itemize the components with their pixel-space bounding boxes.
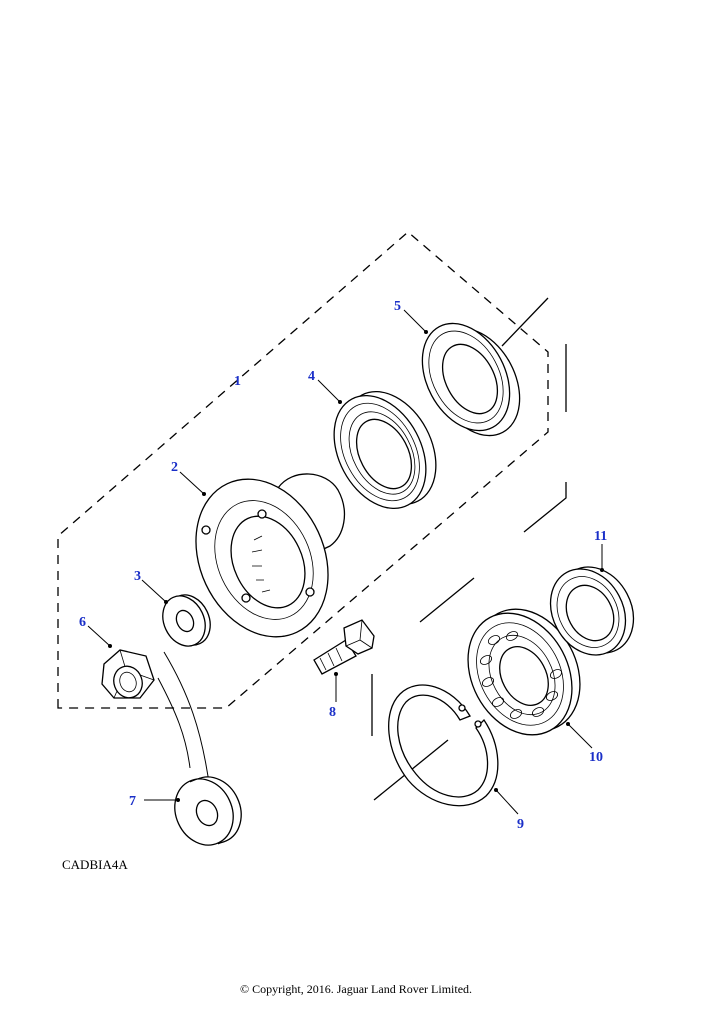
callout-1: 1 <box>234 374 241 389</box>
callout-2: 2 <box>171 460 178 475</box>
part-rear-seal <box>549 566 635 656</box>
copyright-notice: © Copyright, 2016. Jaguar Land Rover Lim… <box>240 982 472 996</box>
part-circlip <box>388 684 499 807</box>
part-bearing <box>467 608 581 736</box>
callout-10: 10 <box>589 750 603 765</box>
callout-4: 4 <box>308 369 315 384</box>
callout-5: 5 <box>394 299 401 314</box>
part-oil-seal <box>421 322 521 437</box>
part-thick-washer <box>174 776 242 846</box>
callout-3: 3 <box>134 569 141 584</box>
drawing-code: CADBIA4A <box>62 857 128 872</box>
assembly-guide-lines <box>157 651 211 791</box>
callout-11: 11 <box>594 529 607 544</box>
callout-9: 9 <box>517 817 524 832</box>
part-bolt <box>313 619 375 675</box>
part-nut <box>101 649 155 699</box>
part-flange <box>195 473 346 638</box>
callout-leader-lines <box>87 309 604 815</box>
callout-6: 6 <box>79 615 86 630</box>
part-seal-housing <box>333 390 437 510</box>
callout-labels: 1 2 3 4 5 6 7 8 9 10 11 <box>79 299 607 832</box>
callout-8: 8 <box>329 705 336 720</box>
part-washer <box>162 594 211 647</box>
callout-7: 7 <box>129 794 136 809</box>
kit-boundary-outline <box>57 231 567 709</box>
